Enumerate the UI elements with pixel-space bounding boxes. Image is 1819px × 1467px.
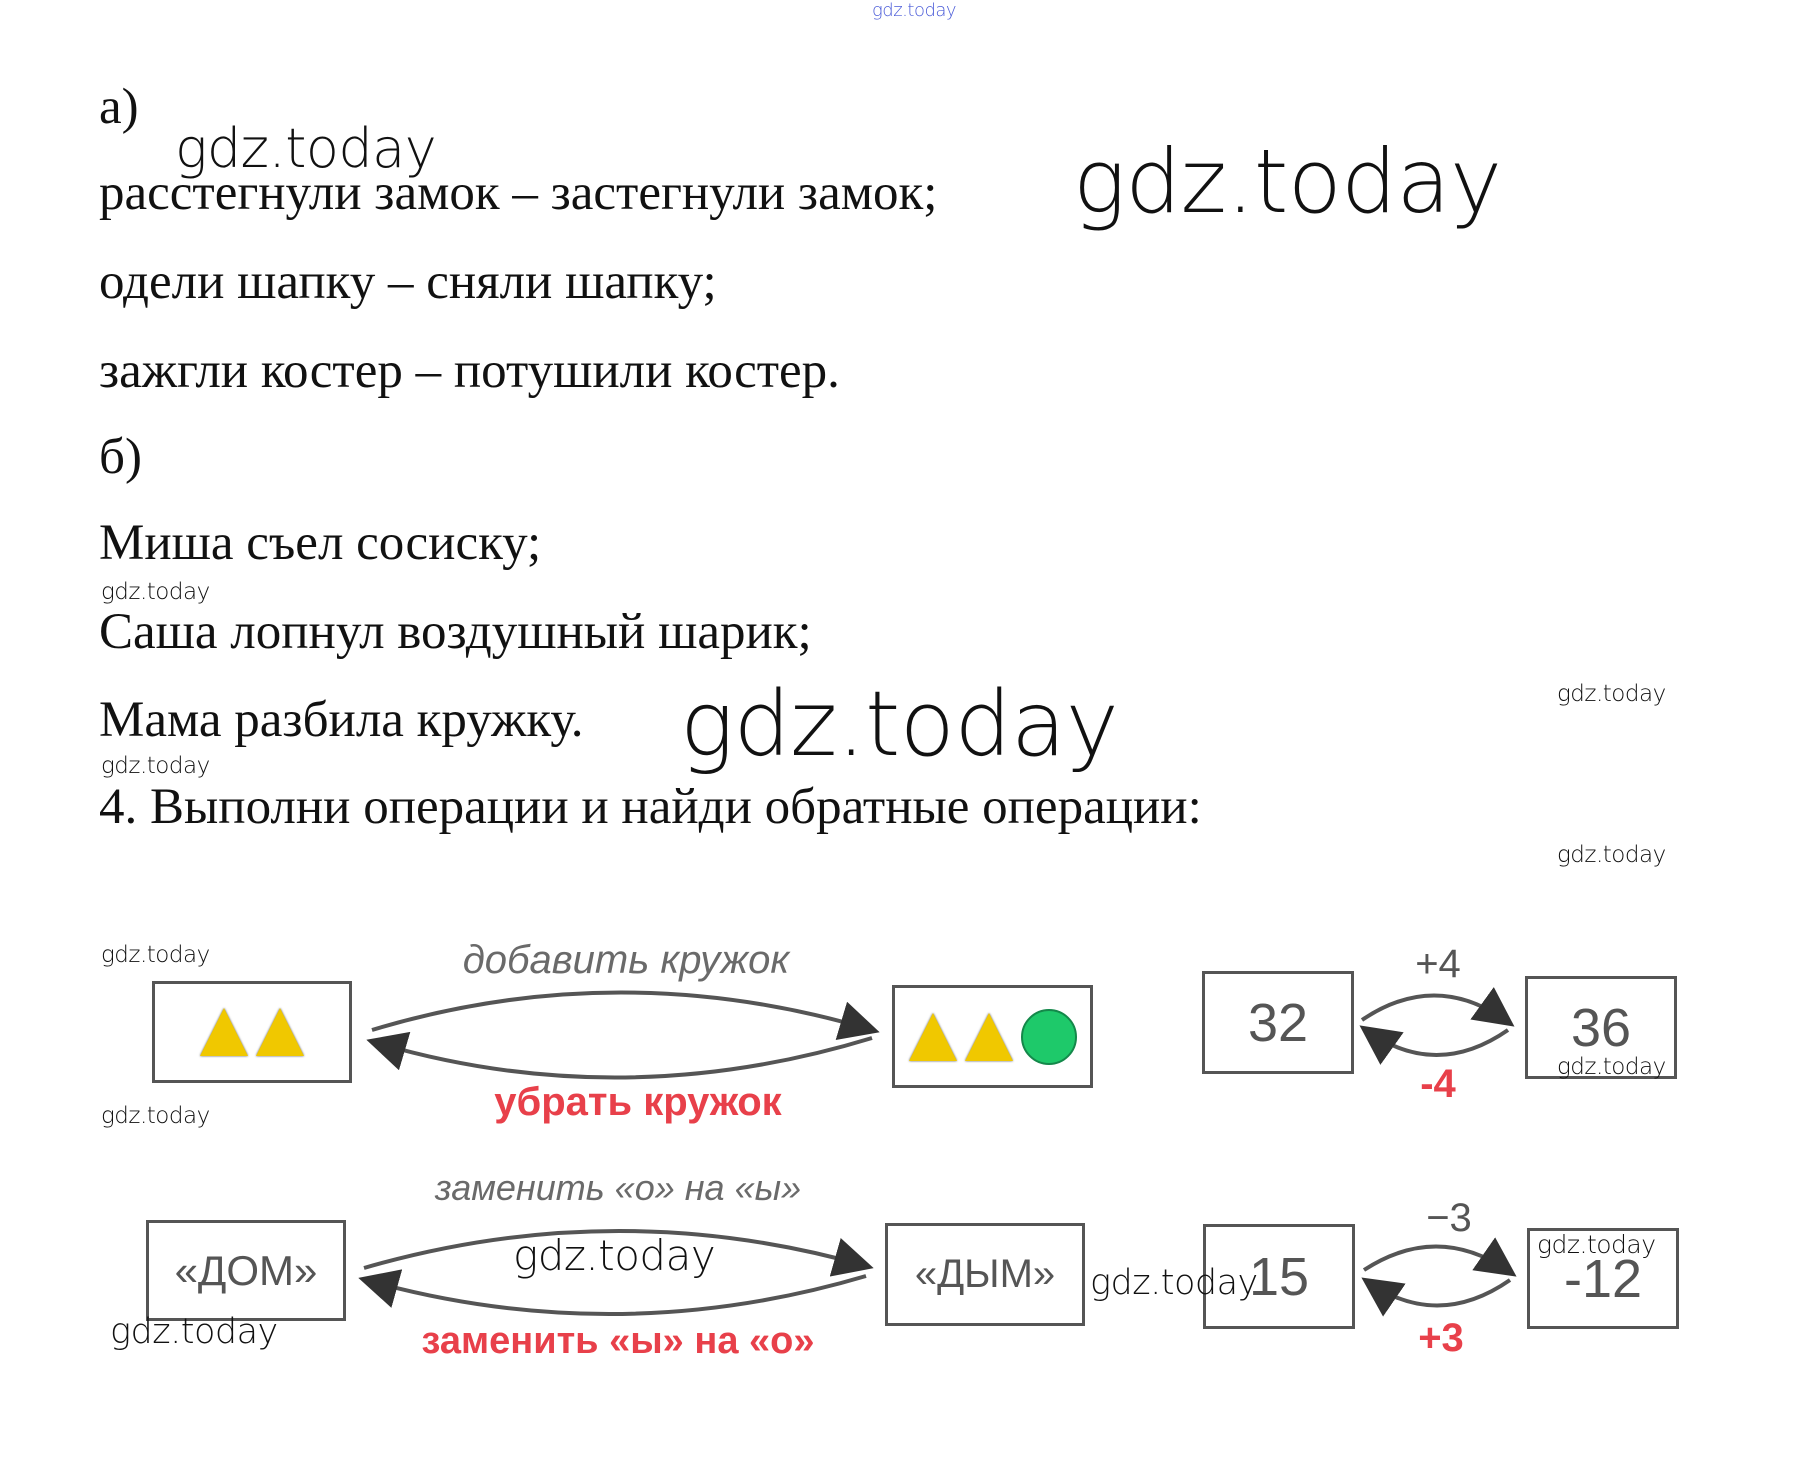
watermark: gdz.today [175, 117, 437, 180]
watermark: gdz.today [1557, 842, 1666, 868]
forward-arrow [1360, 987, 1515, 1027]
inverse-operation-label: +3 [1418, 1316, 1464, 1360]
part-a-label: а) [99, 79, 139, 135]
forward-operation-label: −3 [1426, 1196, 1472, 1240]
watermark: gdz.today [101, 753, 210, 779]
watermark: gdz.today [101, 579, 210, 605]
shapes-before-box [152, 981, 352, 1083]
forward-arrow [363, 1229, 874, 1277]
triangle-shape [908, 1012, 957, 1061]
part-a-line: расстегнули замок – застегнули замок; [99, 165, 938, 221]
watermark-top: gdz.today [872, 0, 957, 21]
word-box-from: «ДОМ» [146, 1220, 346, 1321]
watermark: gdz.today [680, 672, 1119, 777]
part-b-line: Мама разбила кружку. [99, 692, 584, 748]
inverse-operation-label: убрать кружок [494, 1080, 782, 1124]
triangle-shape [256, 1008, 304, 1056]
forward-operation-label: +4 [1415, 942, 1461, 986]
inverse-arrow [358, 1269, 867, 1317]
watermark: gdz.today [110, 1312, 278, 1352]
watermark: gdz.today [1073, 130, 1502, 233]
part-b-line: Миша съел сосиску; [99, 515, 542, 571]
inverse-operation-label: заменить «ы» на «о» [421, 1320, 815, 1362]
watermark: gdz.today [1537, 1230, 1656, 1259]
number-box-to: 36 [1525, 976, 1677, 1079]
watermark: gdz.today [1090, 1263, 1258, 1303]
watermark: gdz.today [513, 1231, 716, 1280]
forward-operation-label: заменить «о» на «ы» [434, 1167, 802, 1208]
inverse-arrow [1361, 1277, 1512, 1317]
part-b-line: Саша лопнул воздушный шарик; [99, 604, 812, 660]
number-box-from: 32 [1202, 971, 1354, 1074]
number-box-to: -12 [1527, 1228, 1679, 1329]
watermark: gdz.today [101, 942, 210, 968]
part-b-label: б) [99, 429, 142, 485]
forward-arrow [371, 990, 880, 1041]
inverse-arrow [366, 1031, 873, 1080]
inverse-arrow [1359, 1025, 1510, 1065]
triangle-shape [200, 1008, 248, 1056]
watermark: gdz.today [1557, 681, 1666, 707]
inverse-operation-label: -4 [1420, 1062, 1456, 1106]
forward-arrow [1362, 1237, 1517, 1277]
task-heading: 4. Выполни операции и найди обратные опе… [99, 779, 1202, 835]
part-a-line: одели шапку – сняли шапку; [99, 254, 717, 310]
part-a-line: зажгли костер – потушили костер. [99, 343, 840, 399]
word-box-to: «ДЫМ» [885, 1223, 1085, 1326]
circle-shape [1020, 1008, 1077, 1065]
watermark: gdz.today [1557, 1054, 1666, 1080]
triangle-shape [964, 1012, 1013, 1061]
forward-operation-label: добавить кружок [462, 938, 790, 982]
shapes-after-box [892, 985, 1093, 1088]
watermark: gdz.today [101, 1103, 210, 1129]
number-box-from: 15 [1203, 1224, 1355, 1329]
